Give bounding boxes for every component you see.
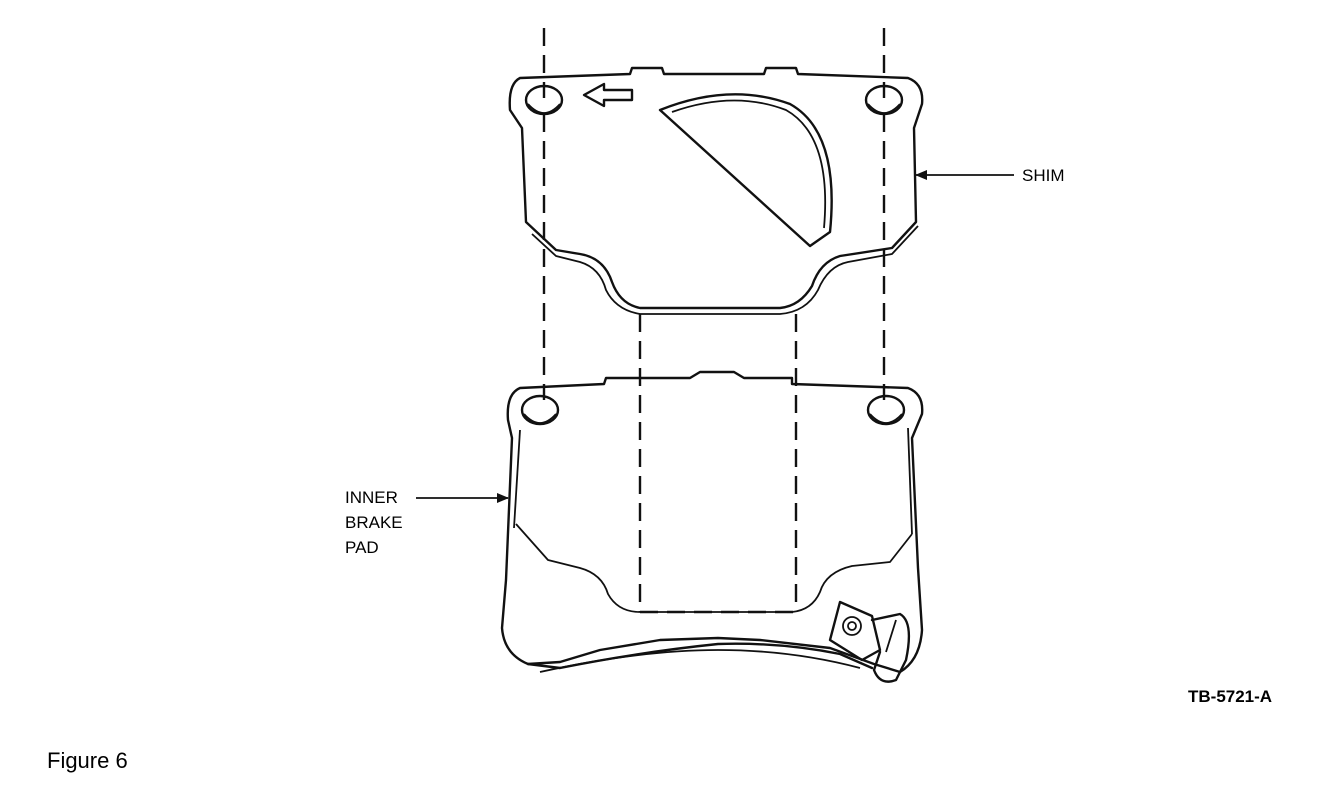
pad-backing-plate-outline <box>500 370 924 674</box>
shim-right-hole-rim <box>867 103 901 114</box>
inner-brake-pad-label-line-1: INNER <box>345 488 398 507</box>
direction-arrow-icon <box>582 82 634 108</box>
pad-left-mounting-hole <box>520 394 560 426</box>
shim-inner-edge <box>531 225 919 315</box>
shim-semicircle-rim <box>671 99 827 229</box>
pad-friction-material-edge <box>515 523 913 613</box>
pad-bottom-curve <box>539 649 861 673</box>
pad-right-mounting-hole <box>866 394 906 426</box>
shim-left-hole-rim <box>527 103 561 114</box>
inner-brake-pad-label: INNER BRAKE PAD <box>345 488 407 557</box>
pad-right-hole-rim <box>869 413 903 424</box>
shim-drawing <box>508 66 924 315</box>
pad-left-hole-rim <box>523 413 557 424</box>
inner-brake-pad-drawing <box>500 370 924 683</box>
wear-indicator-clip <box>828 600 911 683</box>
shim-outline <box>508 66 924 310</box>
inner-brake-pad-label-line-3: PAD <box>345 538 379 557</box>
inner-brake-pad-label-line-2: BRAKE <box>345 513 403 532</box>
alignment-lines <box>542 28 886 614</box>
pad-left-side-edge <box>513 429 521 529</box>
shim-label: SHIM <box>1022 166 1065 185</box>
figure-caption: Figure 6 <box>47 748 128 773</box>
drawing-code-label: TB-5721-A <box>1188 687 1272 706</box>
pad-right-side-edge <box>907 427 913 535</box>
shim-semicircle-window <box>658 93 833 248</box>
